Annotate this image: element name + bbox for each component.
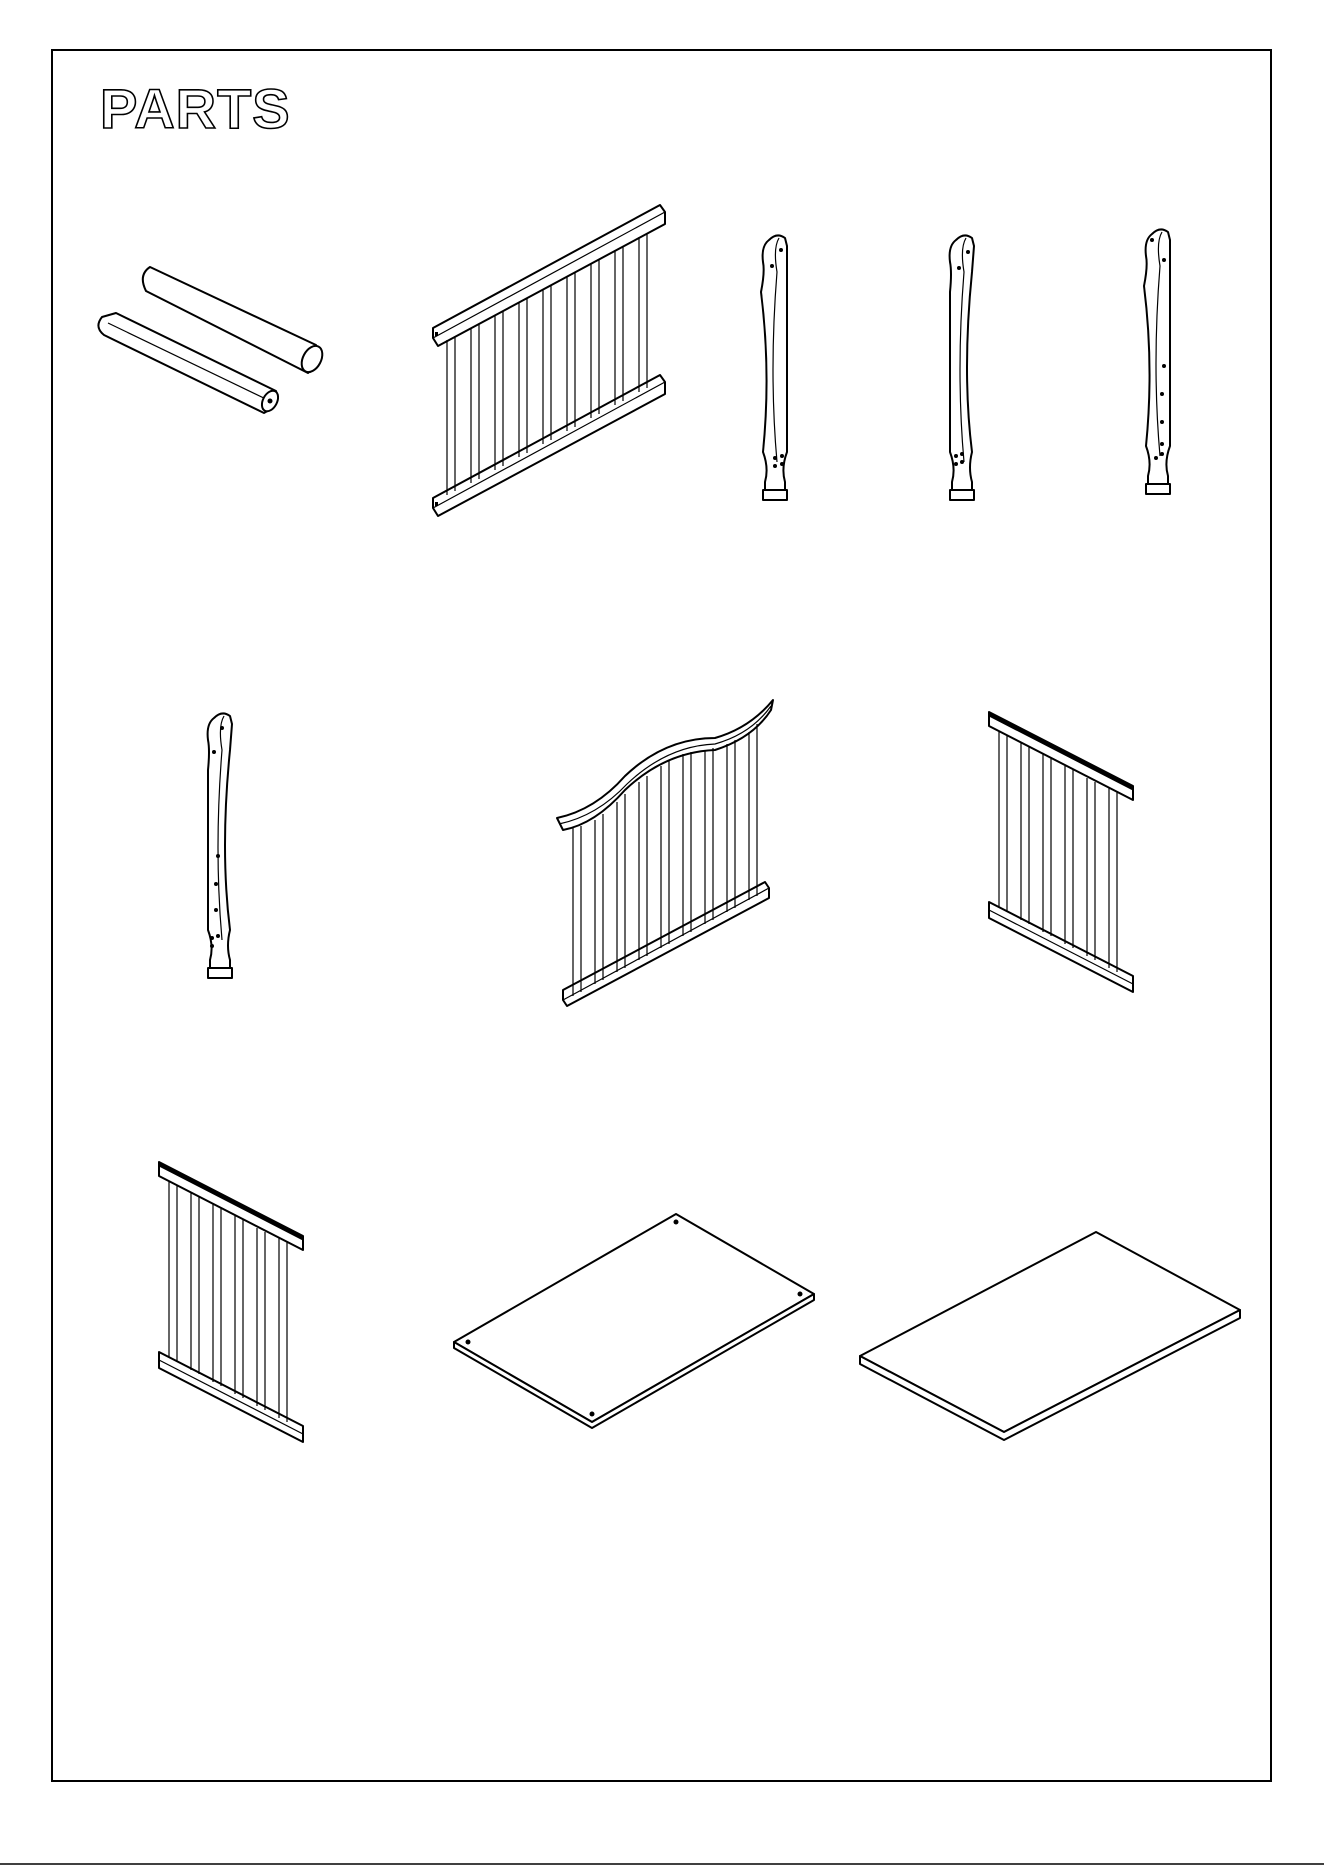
rolled-bolster-icon (90, 255, 330, 420)
long-side-rail-icon (425, 200, 670, 520)
flat-board-with-holes-icon (450, 1210, 820, 1430)
page-bottom-edge (0, 1862, 1324, 1872)
slatted-end-panel-icon (985, 710, 1135, 1000)
page-title-text: PARTS (100, 77, 291, 140)
page-title: PARTS (98, 74, 318, 144)
slatted-end-panel-icon (155, 1160, 305, 1450)
curved-post-icon (200, 710, 240, 985)
curved-post-icon (755, 232, 795, 507)
flat-board-icon (856, 1230, 1246, 1440)
arched-headboard-panel-icon (555, 698, 775, 1010)
curved-post-icon (942, 232, 982, 507)
curved-post-icon (1138, 226, 1178, 501)
